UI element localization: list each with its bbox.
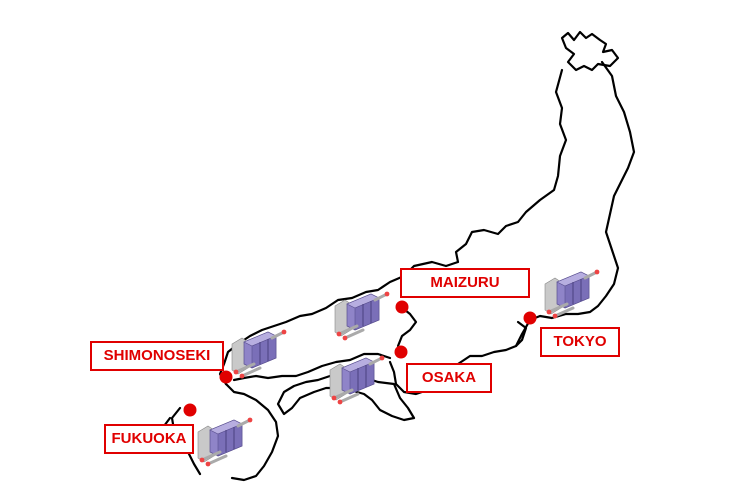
city-marker-tokyo (523, 311, 537, 325)
city-label-maizuru: MAIZURU (400, 268, 530, 298)
tokyo-bay (514, 320, 528, 348)
city-marker-maizuru (395, 300, 409, 314)
coastline (158, 30, 636, 482)
city-marker-fukuoka (183, 403, 197, 417)
machine-icon (334, 291, 390, 341)
marker-layer (183, 300, 537, 417)
city-label-shimonoseki: SHIMONOSEKI (90, 341, 224, 371)
city-marker-osaka (394, 345, 408, 359)
kansai-coast (396, 304, 418, 348)
inland-sea-coast (232, 352, 392, 382)
northern-island-outline (560, 30, 620, 72)
machine-icon (231, 329, 287, 379)
city-marker-shimonoseki (219, 370, 233, 384)
equipment-layer (197, 269, 600, 467)
city-label-osaka: OSAKA (406, 363, 492, 393)
machine-icon (544, 269, 600, 319)
machine-icon (329, 355, 385, 405)
city-label-tokyo: TOKYO (540, 327, 620, 357)
machine-icon (197, 417, 253, 467)
city-label-fukuoka: FUKUOKA (104, 424, 194, 454)
